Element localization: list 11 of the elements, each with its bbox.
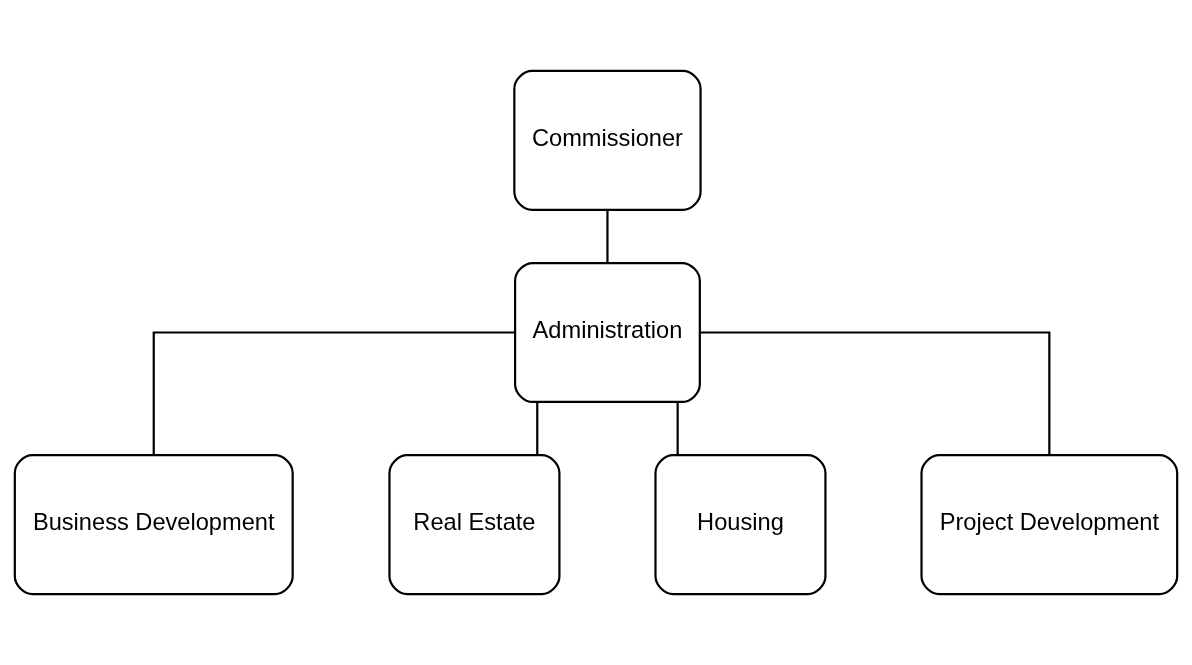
node-box: Real Estate <box>388 454 561 596</box>
node-box: Business Development <box>13 454 294 596</box>
connector <box>152 331 515 455</box>
node-box: Commissioner <box>513 69 702 211</box>
node-box: Project Development <box>920 454 1179 596</box>
connector <box>606 210 609 263</box>
node-box: Administration <box>513 261 701 404</box>
connector <box>700 331 1051 455</box>
node-box: Housing <box>654 454 827 596</box>
connector <box>676 402 679 456</box>
connector <box>536 402 539 456</box>
